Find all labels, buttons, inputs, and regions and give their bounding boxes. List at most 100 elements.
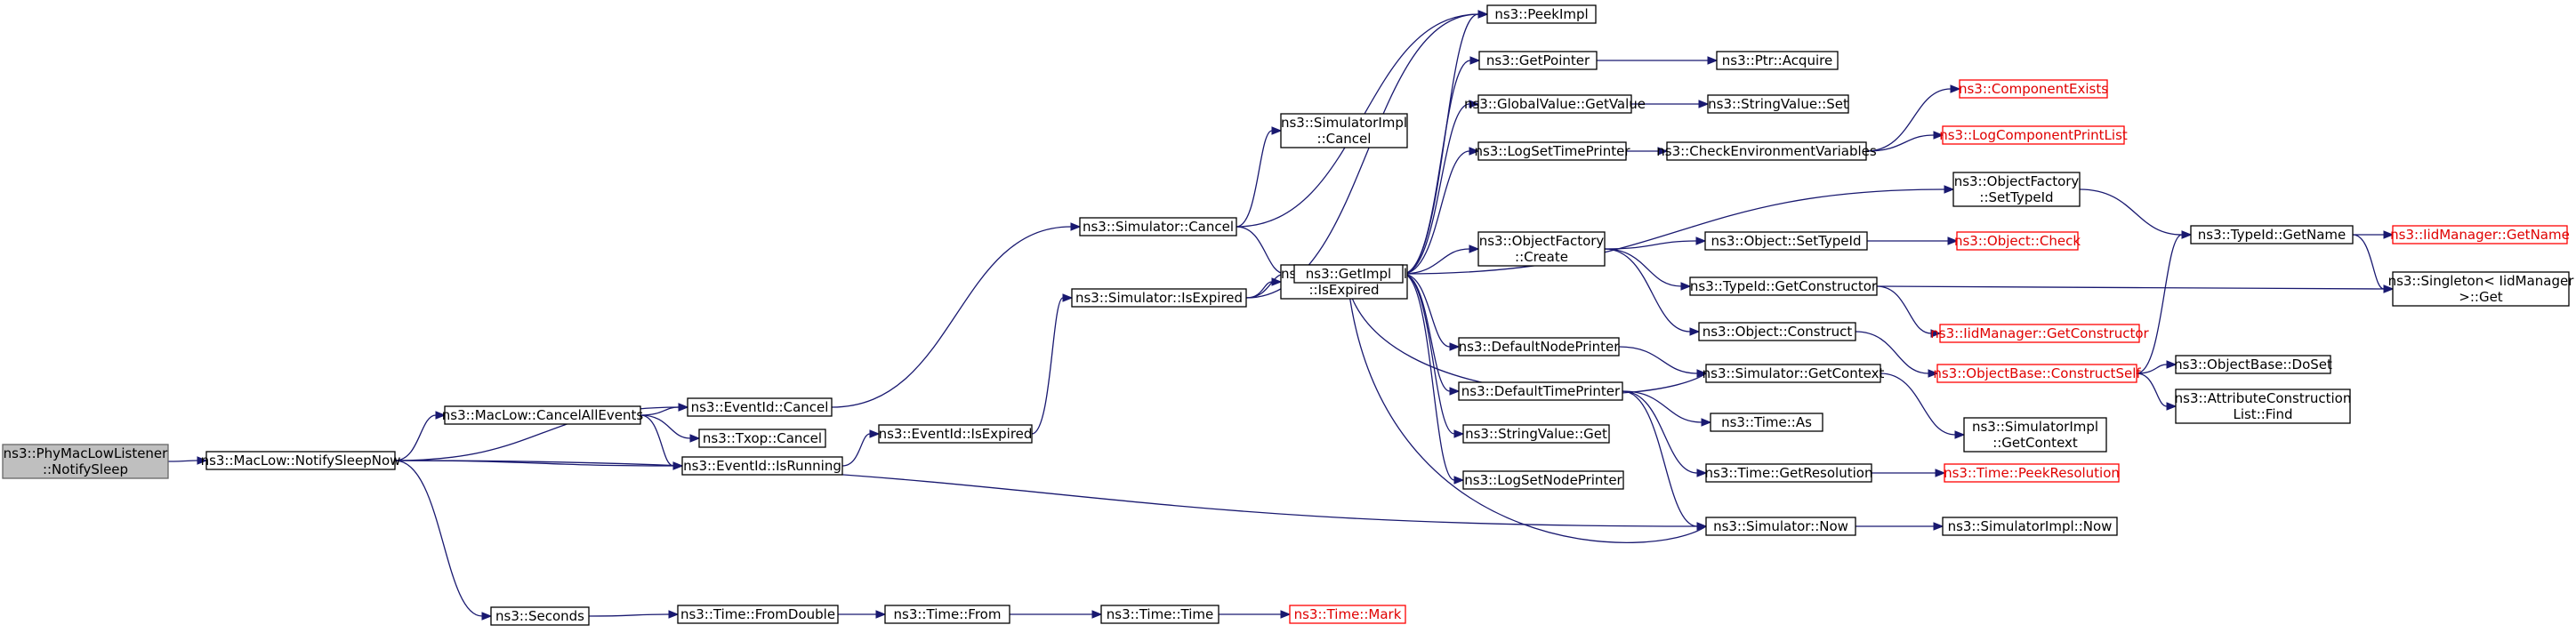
node-label: List::Find [2233, 406, 2292, 422]
node-objectbase-constructself[interactable]: ns3::ObjectBase::ConstructSelf [1933, 364, 2141, 383]
node-sim-now[interactable]: ns3::Simulator::Now [1705, 517, 1856, 536]
edge-typeid_getconstructor-to-singleton_get [1876, 285, 2385, 290]
node-object-construct[interactable]: ns3::Object::Construct [1698, 322, 1856, 341]
node-objectbase-doset[interactable]: ns3::ObjectBase::DoSet [2174, 355, 2332, 374]
node-label: ns3::LogSetTimePrinter [1474, 143, 1630, 159]
node-sim-isexpired[interactable]: ns3::Simulator::IsExpired [1071, 288, 1247, 308]
node-of-create[interactable]: ns3::ObjectFactory::Create [1477, 231, 1606, 267]
node-label: ns3::Simulator::Cancel [1083, 219, 1234, 235]
arrowhead [1091, 610, 1103, 619]
arrowhead [1680, 282, 1692, 291]
node-label: ns3::Time::GetResolution [1705, 465, 1873, 481]
node-label: ns3::IidManager::GetConstructor [1930, 325, 2149, 341]
node-simimpl-now[interactable]: ns3::SimulatorImpl::Now [1942, 517, 2118, 536]
node-label: ns3::DefaultTimePrinter [1461, 383, 1621, 399]
node-iidmanager-getconstructor[interactable]: ns3::IidManager::GetConstructor [1930, 324, 2150, 343]
nodes-layer: ns3::PhyMacLowListener::NotifySleepns3::… [2, 4, 2575, 626]
node-box [1963, 417, 2107, 453]
node-simimpl-getcontext[interactable]: ns3::SimulatorImpl::GetContext [1963, 417, 2107, 453]
node-logsetnodeprinter[interactable]: ns3::LogSetNodePrinter [1462, 470, 1624, 490]
node-simimpl-cancel[interactable]: ns3::SimulatorImpl::Cancel [1280, 113, 1408, 148]
node-notifysleepnow[interactable]: ns3::MacLow::NotifySleepNow [201, 451, 401, 470]
node-seconds[interactable]: ns3::Seconds [490, 606, 590, 626]
node-box [1486, 4, 1597, 24]
node-object-check[interactable]: ns3::Object::Check [1954, 231, 2081, 251]
node-time-mark[interactable]: ns3::Time::Mark [1289, 605, 1406, 624]
node-logsettimeprinter[interactable]: ns3::LogSetTimePrinter [1474, 141, 1630, 161]
edge-checkenv-to-componentexists [1865, 88, 1952, 152]
arrowhead [481, 612, 493, 621]
node-label: ns3::DefaultNodePrinter [1459, 339, 1621, 355]
node-label: ::GetContext [1992, 435, 2078, 451]
node-box [2392, 225, 2568, 244]
node-defaultnodeprinter[interactable]: ns3::DefaultNodePrinter [1458, 337, 1621, 357]
node-label: ns3::Object::SetTypeId [1711, 233, 1862, 249]
node-cancelallevents[interactable]: ns3::MacLow::CancelAllEvents [442, 405, 644, 425]
node-time-from[interactable]: ns3::Time::From [884, 605, 1010, 624]
node-stringvalue-set[interactable]: ns3::StringValue::Set [1707, 94, 1849, 114]
node-logcomponentprintlist[interactable]: ns3::LogComponentPrintList [1939, 125, 2128, 145]
arrowhead [1449, 387, 1461, 396]
edge-eventid_cancel-to-sim_cancel [831, 226, 1072, 408]
node-eventid-isrunning[interactable]: ns3::EventId::IsRunning [681, 456, 843, 476]
node-of-settypeid[interactable]: ns3::ObjectFactory::SetTypeId [1952, 172, 2081, 207]
node-time-as[interactable]: ns3::Time::As [1710, 413, 1823, 432]
node-box [1942, 125, 2125, 145]
node-label: ns3::Object::Check [1954, 233, 2081, 249]
edge-objectbase_constructself-to-objectbase_doset [2136, 364, 2168, 374]
arrowhead [1449, 342, 1461, 351]
node-stringvalue-get[interactable]: ns3::StringValue::Get [1462, 424, 1610, 444]
node-eventid-cancel[interactable]: ns3::EventId::Cancel [687, 397, 833, 417]
node-sim-getcontext[interactable]: ns3::Simulator::GetContext [1703, 364, 1885, 383]
node-object-settypeid[interactable]: ns3::Object::SetTypeId [1704, 231, 1868, 251]
node-label: ns3::ObjectFactory [1954, 173, 2080, 189]
arrowhead [1695, 236, 1707, 245]
node-box [1956, 231, 2079, 251]
node-sim-cancel[interactable]: ns3::Simulator::Cancel [1079, 217, 1237, 236]
arrowhead [1696, 369, 1708, 378]
node-box [1942, 517, 2118, 536]
node-typeid-getname[interactable]: ns3::TypeId::GetName [2190, 225, 2354, 244]
node-label: ns3::Object::Construct [1703, 324, 1853, 340]
node-singleton-get[interactable]: ns3::Singleton< IidManager >::Get [2388, 271, 2575, 307]
arrowhead [1062, 293, 1074, 302]
node-defaulttimeprinter[interactable]: ns3::DefaultTimePrinter [1458, 381, 1623, 401]
edge-notifysleepnow-to-sim_now [394, 460, 1698, 527]
node-box [2190, 225, 2354, 244]
node-time-time[interactable]: ns3::Time::Time [1100, 605, 1220, 624]
node-time-getresolution[interactable]: ns3::Time::GetResolution [1705, 463, 1873, 483]
edge-eventid_isrunning-to-eventid_isexpired [841, 433, 871, 467]
node-checkenv[interactable]: ns3::CheckEnvironmentVariables [1656, 141, 1877, 161]
node-peekimpl[interactable]: ns3::PeekImpl [1486, 4, 1597, 24]
node-label: ns3::SimulatorImpl [1281, 115, 1407, 131]
node-time-peekresolution[interactable]: ns3::Time::PeekResolution [1944, 463, 2120, 483]
node-getimpl[interactable]: ns3::GetImpl [1293, 264, 1404, 284]
node-componentexists[interactable]: ns3::ComponentExists [1959, 79, 2108, 99]
edge-seconds-to-time_fromdouble [588, 613, 670, 617]
arrowhead [1933, 522, 1944, 531]
node-time-fromdouble[interactable]: ns3::Time::FromDouble [677, 605, 839, 624]
node-iidmanager-getname[interactable]: ns3::IidManager::GetName [2390, 225, 2570, 244]
node-txop-cancel[interactable]: ns3::Txop::Cancel [698, 429, 826, 448]
node-typeid-getconstructor[interactable]: ns3::TypeId::GetConstructor [1689, 276, 1878, 296]
node-box [1280, 113, 1408, 148]
node-label: ns3::EventId::IsExpired [879, 426, 1033, 442]
node-ptr-acquire[interactable]: ns3::Ptr::Acquire [1716, 51, 1839, 70]
node-label: ::Cancel [1317, 131, 1372, 147]
node-eventid-isexpired[interactable]: ns3::EventId::IsExpired [878, 424, 1033, 444]
arrowhead [1696, 522, 1708, 531]
edge-defaulttimeprinter-to-time_as [1622, 390, 1703, 423]
edge-getimpl-to-defaultnodeprinter [1402, 273, 1451, 348]
node-root[interactable]: ns3::PhyMacLowListener::NotifySleep [2, 444, 169, 479]
node-label: ns3::Time::Time [1107, 606, 1214, 622]
node-box [1293, 264, 1404, 284]
arrowhead [1280, 610, 1292, 619]
node-getpointer[interactable]: ns3::GetPointer [1478, 51, 1598, 70]
node-gv-getvalue[interactable]: ns3::GlobalValue::GetValue [1464, 94, 1646, 114]
arrowhead [435, 411, 447, 420]
node-label: ns3::GetPointer [1486, 52, 1590, 68]
node-label: ns3::LogComponentPrintList [1939, 127, 2128, 143]
node-label: ns3::EventId::Cancel [691, 399, 829, 415]
